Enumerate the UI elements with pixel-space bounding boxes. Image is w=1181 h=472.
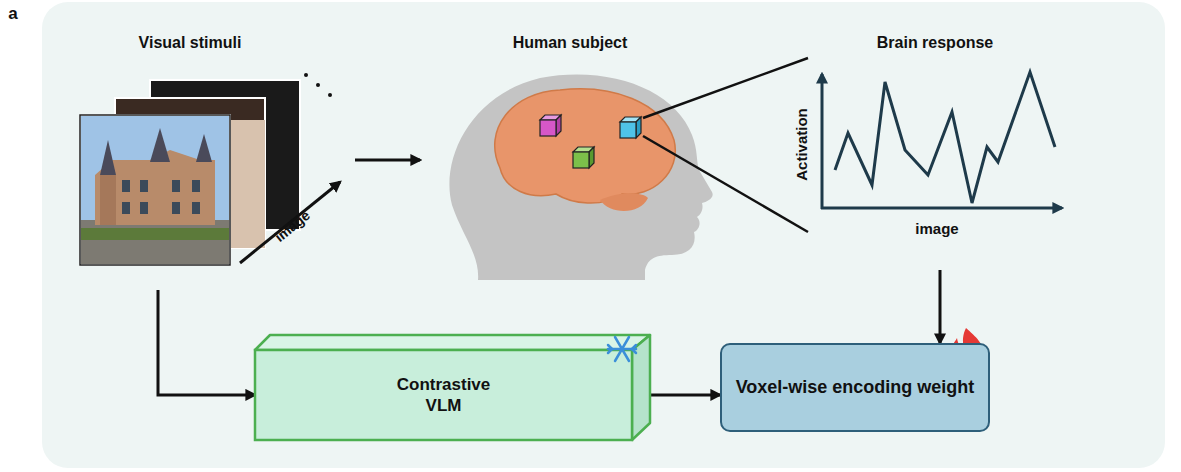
panel-heading: Human subject [420,34,720,52]
image-stack [80,80,300,265]
image-axis-arrow [240,182,340,263]
flow-arrow [939,270,942,343]
ellipsis-dots [304,73,332,97]
axis-label: image [915,220,958,237]
weight-box: Voxel-wise encoding weight [720,343,990,432]
panel-letter: a [8,4,17,24]
figure-panel: Human subject [420,30,720,280]
flow-arrow [650,393,720,396]
brain [495,89,676,203]
flow-arrow [158,290,255,395]
flow-arrow [355,159,420,162]
figure-panel: Visual stimuli [75,30,355,290]
zoom-lines [643,58,808,232]
box-label: Voxel-wise encoding weight [736,377,975,398]
panel-heading: Brain response [790,34,1080,52]
cerebellum [600,193,648,211]
panel-heading: Visual stimuli [75,34,305,52]
box-label: Contrastive VLM [255,350,632,440]
voxel-cube [540,115,641,168]
model-box: Contrastive VLM [255,335,650,440]
head-silhouette [449,75,712,280]
axis-label: Activation [792,108,809,181]
response-chart [821,72,1062,209]
